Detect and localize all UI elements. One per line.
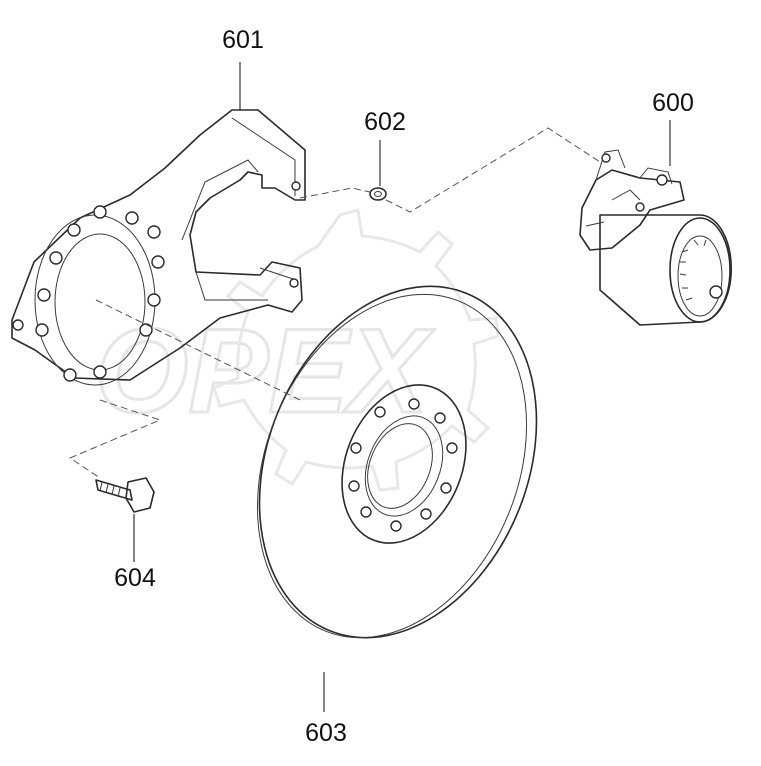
hub-ring xyxy=(341,384,467,544)
assembly-line-600 xyxy=(299,127,601,213)
watermark-gear xyxy=(212,208,500,492)
part-603-disc xyxy=(256,285,538,639)
spline-ring xyxy=(677,235,723,317)
bolt-head xyxy=(125,477,155,513)
disc-bolt-hole xyxy=(420,508,432,520)
washer-inner xyxy=(374,191,382,197)
disc-bolt-hole xyxy=(350,442,362,454)
hub-bore-chamfer xyxy=(364,415,444,517)
bolt-hole xyxy=(147,225,161,239)
disc-bolt-hole xyxy=(348,480,360,492)
bracket-outline xyxy=(11,109,306,381)
callout-601: 601 xyxy=(222,26,264,54)
leader-lines xyxy=(68,62,671,712)
bolt-head xyxy=(656,174,668,186)
callout-602: 602 xyxy=(364,108,406,136)
bolt-hole xyxy=(151,255,165,269)
disc-bolt-hole xyxy=(434,412,446,424)
bracket-rib xyxy=(231,117,297,281)
bolt-shank xyxy=(95,479,133,501)
bolt-hole xyxy=(12,319,24,331)
callout-604: 604 xyxy=(114,564,156,592)
bolt-hole xyxy=(35,323,49,337)
part-601-bracket xyxy=(11,109,306,386)
part-604-bolt xyxy=(95,477,155,513)
disc-rim-back xyxy=(256,293,528,639)
bolt-hole xyxy=(37,288,51,302)
assembly-line-604 xyxy=(68,299,301,479)
drive-face xyxy=(669,217,731,323)
disc-bolt-hole xyxy=(390,520,402,532)
washer-outer xyxy=(369,187,387,201)
disc-bolt-hole xyxy=(440,482,452,494)
bolt-hole xyxy=(291,181,301,191)
disc-bolt-hole xyxy=(360,506,372,518)
bolt-hole xyxy=(93,205,107,219)
bolt-hole xyxy=(125,211,139,225)
bolt-hole xyxy=(289,278,299,288)
disc-bolt-hole xyxy=(374,406,386,418)
bolt-hole xyxy=(67,223,81,237)
hub-bore xyxy=(367,423,433,509)
disc-bolt-hole xyxy=(446,442,458,454)
callout-600: 600 xyxy=(652,89,694,117)
bolt-head xyxy=(635,202,645,212)
bolt-hole xyxy=(147,293,161,307)
drive-housing xyxy=(599,214,733,326)
watermark-logo: OPEX xyxy=(94,208,500,492)
bolt-hole xyxy=(139,323,153,337)
drive-clamp xyxy=(579,169,685,251)
disc-bolt-hole xyxy=(408,398,420,410)
bracket-inner-edge xyxy=(181,159,268,301)
part-600-drive-unit xyxy=(579,149,733,326)
bolt-hole xyxy=(93,365,107,379)
shaft-end xyxy=(709,285,723,299)
spline-teeth xyxy=(679,239,707,301)
bolt-hole xyxy=(49,251,63,265)
callout-labels: 601 602 600 604 603 xyxy=(114,26,694,747)
bolt-thread xyxy=(99,481,121,498)
drive-clamp-detail xyxy=(585,149,673,227)
bolt-hole xyxy=(63,368,77,382)
bolt-head xyxy=(601,153,611,163)
callout-603: 603 xyxy=(305,719,347,747)
part-602-washer xyxy=(369,187,387,201)
